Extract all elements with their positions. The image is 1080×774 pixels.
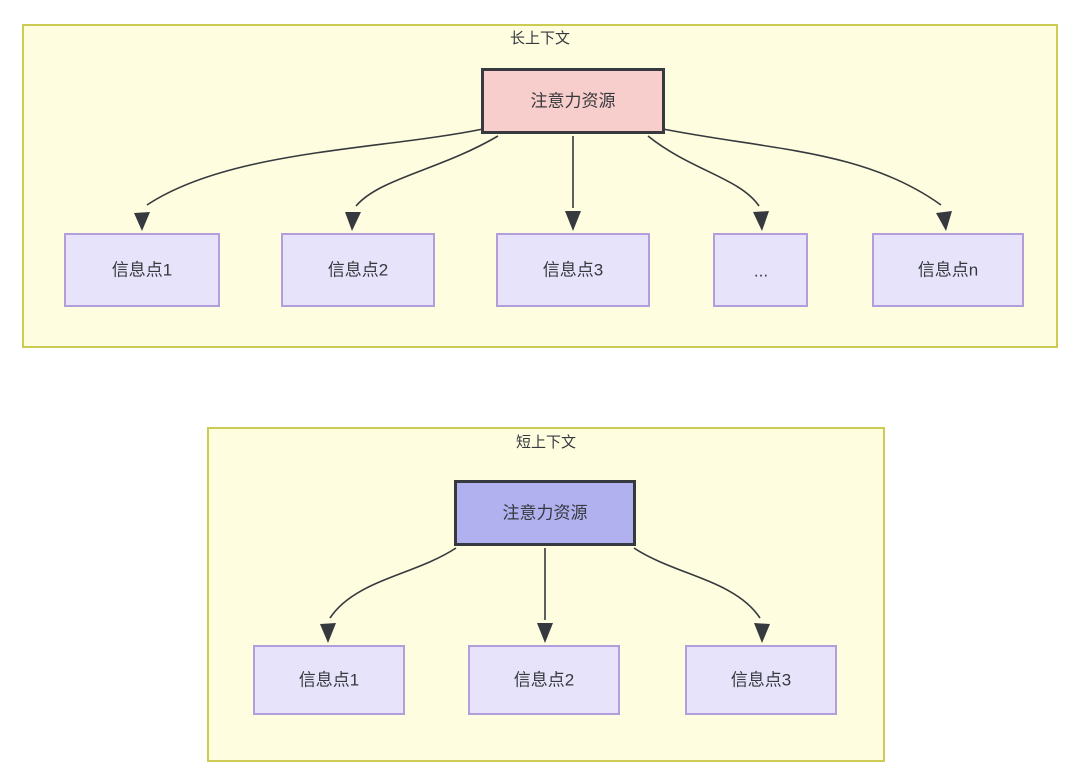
node-info-point-2-short-rect [468, 645, 620, 715]
node-attention-resource-short-rect [454, 480, 636, 546]
arrowhead-info1 [134, 212, 150, 231]
node-info-point-2-short[interactable]: 信息点2 [468, 645, 620, 715]
node-info-point-3-short[interactable]: 信息点3 [685, 645, 837, 715]
node-info-point-2-short-label: 信息点2 [514, 670, 574, 689]
node-attention-resource-long[interactable]: 注意力资源 [481, 68, 665, 134]
node-info-point-1-long-label: 信息点1 [112, 260, 172, 279]
node-info-point-2-long-rect [281, 233, 435, 307]
node-info-point-2-long-label: 信息点2 [328, 260, 388, 279]
node-info-point-1-long-rect [64, 233, 220, 307]
node-attention-resource-short[interactable]: 注意力资源 [454, 480, 636, 546]
node-attention-resource-long-label: 注意力资源 [531, 91, 616, 110]
short-context-title: 短上下文 [516, 434, 576, 451]
arrowhead-infon [936, 211, 952, 231]
arrowhead-info3-short [754, 623, 770, 643]
edge-root-to-ellipsis [647, 135, 760, 207]
long-context-group: 长上下文 注意力资源 信息 [22, 24, 1058, 348]
edge-root-to-infon [662, 128, 942, 206]
node-info-point-3-long-rect [496, 233, 650, 307]
arrowhead-info2 [345, 212, 361, 231]
node-info-point-2-long[interactable]: 信息点2 [281, 233, 435, 307]
node-info-point-1-short-rect [253, 645, 405, 715]
node-info-point-n-long[interactable]: 信息点n [872, 233, 1024, 307]
arrowhead-ellipsis [753, 211, 769, 231]
edge-root-to-info1-short [329, 547, 457, 619]
node-info-point-ellipsis-long-label: ... [754, 261, 768, 280]
node-info-point-ellipsis-long[interactable]: ... [713, 233, 808, 307]
long-context-edges [134, 128, 952, 231]
node-info-point-3-short-rect [685, 645, 837, 715]
node-attention-resource-long-rect [481, 68, 665, 134]
arrowhead-info1-short [320, 623, 336, 643]
arrowhead-info3 [565, 211, 581, 231]
node-info-point-3-long[interactable]: 信息点3 [496, 233, 650, 307]
short-context-group: 短上下文 注意力资源 信息点1 信息点 [207, 427, 885, 762]
edge-root-to-info2 [355, 135, 499, 207]
arrowhead-info2-short [537, 623, 553, 643]
node-info-point-ellipsis-long-rect [713, 233, 808, 307]
node-info-point-1-long[interactable]: 信息点1 [64, 233, 220, 307]
node-attention-resource-short-label: 注意力资源 [503, 503, 588, 522]
node-info-point-3-short-label: 信息点3 [731, 670, 791, 689]
edge-root-to-info1 [146, 128, 484, 206]
node-info-point-n-long-label: 信息点n [918, 260, 978, 279]
node-info-point-1-short-label: 信息点1 [299, 670, 359, 689]
node-info-point-3-long-label: 信息点3 [543, 260, 603, 279]
edge-root-to-info3-short [633, 547, 761, 619]
node-info-point-n-long-rect [872, 233, 1024, 307]
short-context-edges [320, 547, 770, 643]
long-context-title: 长上下文 [510, 30, 570, 47]
node-info-point-1-short[interactable]: 信息点1 [253, 645, 405, 715]
